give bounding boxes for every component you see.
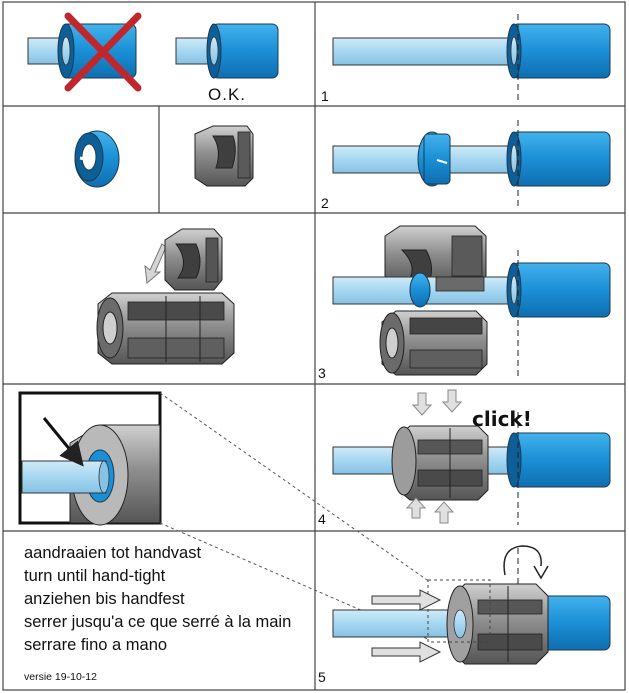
nut-body-cutaway: [96, 292, 235, 365]
ok-label: O.K.: [208, 85, 246, 104]
instruction-text: aandraaien tot handvast turn until hand-…: [24, 544, 291, 654]
version-label: versie 19-10-12: [24, 671, 97, 683]
instruction-de: anziehen bis handfest: [24, 590, 185, 608]
step-number-4: 4: [318, 511, 326, 527]
clamp-insert-exploded: [164, 228, 223, 291]
step3-illustration: [332, 225, 611, 378]
step4-illustration: [332, 412, 611, 525]
push-arrows: [371, 589, 442, 663]
step5-illustration: [332, 548, 611, 665]
step-number-1: 1: [321, 88, 329, 104]
step1-illustration: [332, 14, 611, 100]
instruction-nl: aandraaien tot handvast: [24, 544, 201, 562]
clamp-insert-part: [194, 125, 254, 187]
cut-ring-part: [74, 130, 120, 188]
detail-guide-lines: [159, 392, 431, 641]
step-number-5: 5: [318, 669, 326, 685]
rotate-arrow-icon: [503, 545, 549, 580]
step-number-3: 3: [318, 365, 326, 381]
click-label: click!: [472, 407, 532, 431]
step-number-2: 2: [321, 195, 329, 211]
insert-down-arrow: [144, 243, 167, 284]
instruction-it: serrare fino a mano: [24, 636, 167, 654]
step2-illustration: [332, 120, 611, 207]
wrong-cross-icon: [64, 12, 142, 92]
instruction-en: turn until hand-tight: [24, 567, 166, 585]
correct-assembly: [175, 23, 279, 79]
press-arrows: [405, 389, 463, 524]
detail-inset: [18, 391, 162, 526]
instruction-fr: serrer jusqu'a ce que serré à la main: [24, 613, 291, 631]
